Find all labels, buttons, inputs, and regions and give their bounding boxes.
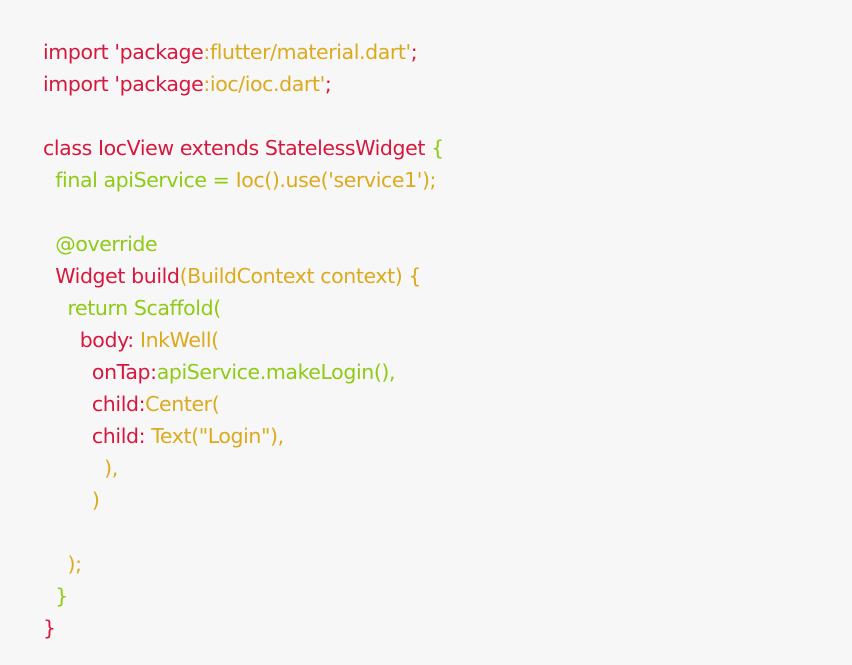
code-token: 'package (114, 72, 204, 96)
code-line-5: final apiService = Ioc().use('service1')… (43, 164, 444, 196)
code-token: Center( (145, 392, 220, 416)
code-token: import (43, 72, 115, 96)
code-line-7: @override (43, 228, 444, 260)
code-line-12: child:Center( (43, 388, 444, 420)
code-line-4: class IocView extends StatelessWidget { (43, 132, 444, 164)
code-token: Ioc().use('service1'); (235, 168, 437, 192)
code-line-18: } (43, 580, 444, 612)
code-token: ); (43, 552, 82, 576)
code-token: { (431, 136, 444, 160)
code-line-9: return Scaffold( (43, 292, 444, 324)
code-token: child: (43, 424, 152, 448)
code-token: body: (43, 328, 140, 352)
code-token: child: (43, 392, 146, 416)
code-token: apiService.makeLogin(), (156, 360, 396, 384)
code-token: InkWell( (139, 328, 219, 352)
code-line-17: ); (43, 548, 444, 580)
code-line-10: body: InkWell( (43, 324, 444, 356)
code-token: return Scaffold( (43, 296, 221, 320)
code-line-16 (43, 516, 444, 548)
code-token: Text("Login"), (151, 424, 284, 448)
code-token: Widget build (43, 264, 180, 288)
code-token: 'package (114, 40, 204, 64)
code-line-14: ), (43, 452, 444, 484)
code-line-13: child: Text("Login"), (43, 420, 444, 452)
code-token: onTap: (43, 360, 157, 384)
code-line-8: Widget build(BuildContext context) { (43, 260, 444, 292)
code-token: ), (43, 456, 118, 480)
code-line-3 (43, 100, 444, 132)
code-token: import (43, 40, 115, 64)
code-token: @override (43, 232, 158, 256)
code-token: :flutter/material.dart' (203, 40, 411, 64)
code-line-6 (43, 196, 444, 228)
code-token: ) (43, 488, 100, 512)
code-token: ; (324, 72, 332, 96)
code-token: } (43, 616, 56, 640)
code-line-11: onTap:apiService.makeLogin(), (43, 356, 444, 388)
code-token: class IocView extends StatelessWidget (43, 136, 432, 160)
code-line-2: import 'package:ioc/ioc.dart'; (43, 68, 444, 100)
code-token: :ioc/ioc.dart' (203, 72, 325, 96)
code-token: } (43, 584, 68, 608)
code-line-19: } (43, 612, 444, 644)
code-token: ; (410, 40, 418, 64)
code-token: (BuildContext context) { (179, 264, 422, 288)
code-token: final apiService = (43, 168, 236, 192)
code-snippet: import 'package:flutter/material.dart';i… (43, 36, 444, 644)
code-line-1: import 'package:flutter/material.dart'; (43, 36, 444, 68)
code-line-15: ) (43, 484, 444, 516)
